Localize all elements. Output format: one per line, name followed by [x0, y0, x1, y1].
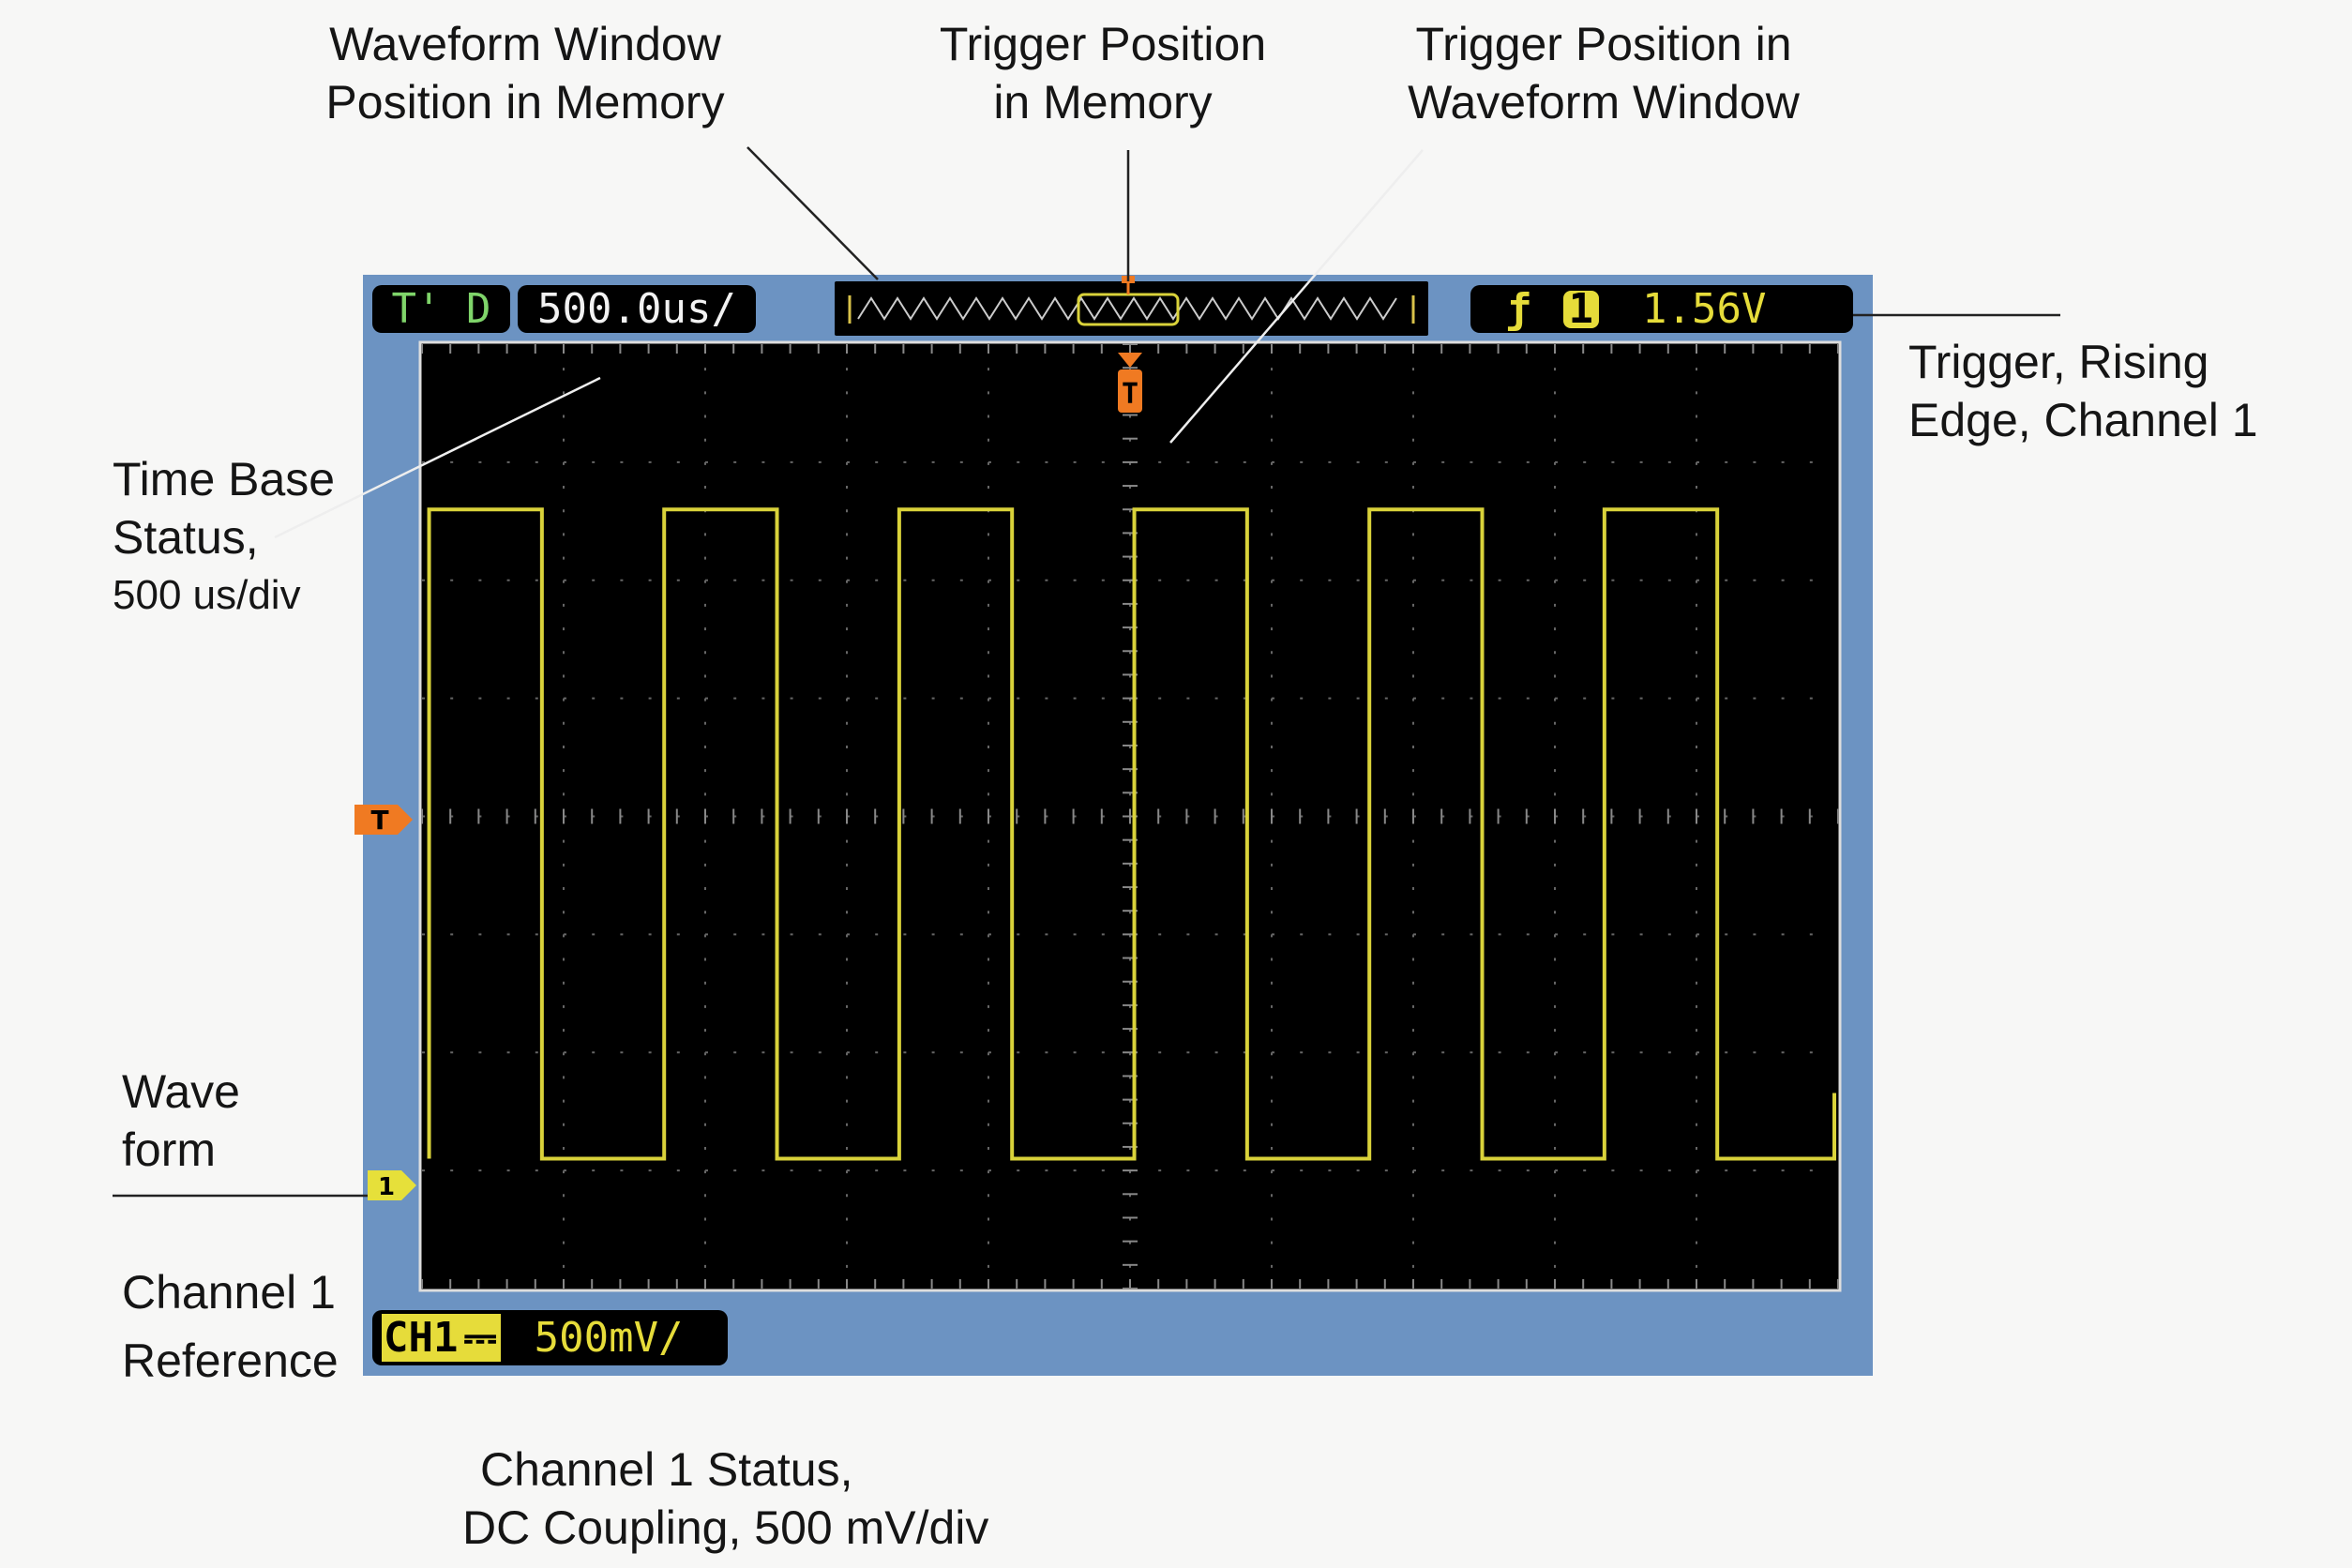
- leader-time-base: [274, 376, 601, 539]
- leader-lines: [113, 146, 2060, 1198]
- label-trigger-position-window: Trigger Position in Waveform Window: [1388, 15, 1819, 131]
- trigger-level-marker-text: T: [370, 805, 388, 836]
- trigger-marker-text: T: [1122, 378, 1138, 411]
- trigger-level-marker[interactable]: T: [354, 805, 413, 836]
- channel1-reference-marker[interactable]: 1: [368, 1170, 416, 1201]
- label-line: in Memory: [993, 76, 1213, 128]
- trigger-status[interactable]: ƒ 1 1.56V: [1470, 285, 1853, 333]
- channel1-status[interactable]: CH1 ⎓ 500mV/: [372, 1310, 728, 1365]
- label-line: Time Base: [113, 453, 336, 505]
- label-waveform: Wave form: [122, 1063, 240, 1179]
- channel1-marker-text: 1: [378, 1173, 395, 1201]
- label-line: 500 us/div: [113, 572, 301, 618]
- run-mode-text: T' D: [391, 285, 491, 333]
- label-trigger-rising-edge: Trigger, Rising Edge, Channel 1: [1908, 333, 2258, 449]
- dc-coupling-icon: ⎓: [460, 1314, 501, 1362]
- label-line: Edge, Channel 1: [1908, 394, 2258, 446]
- trigger-channel-badge: 1: [1562, 288, 1599, 329]
- label-line: DC Coupling, 500 mV/div: [462, 1501, 989, 1554]
- label-line: Waveform Window: [329, 18, 721, 70]
- leader-trigger-window: [1169, 149, 1424, 444]
- memory-waveform: [857, 296, 1397, 321]
- label-line: Channel 1 Status,: [480, 1443, 853, 1496]
- label-time-base-status: Time Base Status, 500 us/div: [113, 450, 335, 625]
- graticule-grid: [421, 343, 1839, 1289]
- channel1-scale: 500mV/: [534, 1314, 684, 1362]
- memory-position-bar[interactable]: [835, 281, 1428, 336]
- label-line: Trigger, Rising: [1908, 336, 2209, 388]
- label-line: Channel 1: [122, 1266, 336, 1319]
- label-waveform-window-position: Waveform Window Position in Memory: [319, 15, 731, 131]
- leader-waveform-window: [746, 146, 879, 280]
- timebase-status[interactable]: 500.0us/: [518, 285, 756, 333]
- timebase-value: 500.0us/: [537, 285, 736, 333]
- label-channel1-status: Channel 1 Status, DC Coupling, 500 mV/di…: [462, 1440, 988, 1557]
- label-line: form: [122, 1123, 216, 1176]
- run-mode-status: T' D: [372, 285, 510, 333]
- channel1-label: CH1: [382, 1314, 460, 1362]
- label-line: Wave: [122, 1065, 240, 1118]
- leader-lines-light: [274, 149, 1424, 539]
- trigger-level: 1.56V: [1642, 285, 1767, 333]
- label-channel1-reference: Channel 1 Reference: [122, 1264, 339, 1401]
- label-trigger-position-memory: Trigger Position in Memory: [906, 15, 1300, 131]
- label-line: Trigger Position: [939, 18, 1267, 70]
- label-line: Trigger Position in: [1415, 18, 1792, 70]
- rising-edge-icon: ƒ: [1506, 285, 1531, 333]
- channel1-waveform: [427, 507, 1836, 1161]
- trigger-position-marker: T: [1118, 353, 1142, 413]
- label-line: Reference: [122, 1334, 339, 1387]
- waveform-window-indicator: [1077, 293, 1180, 326]
- label-line: Status,: [113, 511, 259, 564]
- label-line: Waveform Window: [1408, 76, 1800, 128]
- memory-waveform-preview: [848, 276, 1415, 326]
- label-line: Position in Memory: [325, 76, 725, 128]
